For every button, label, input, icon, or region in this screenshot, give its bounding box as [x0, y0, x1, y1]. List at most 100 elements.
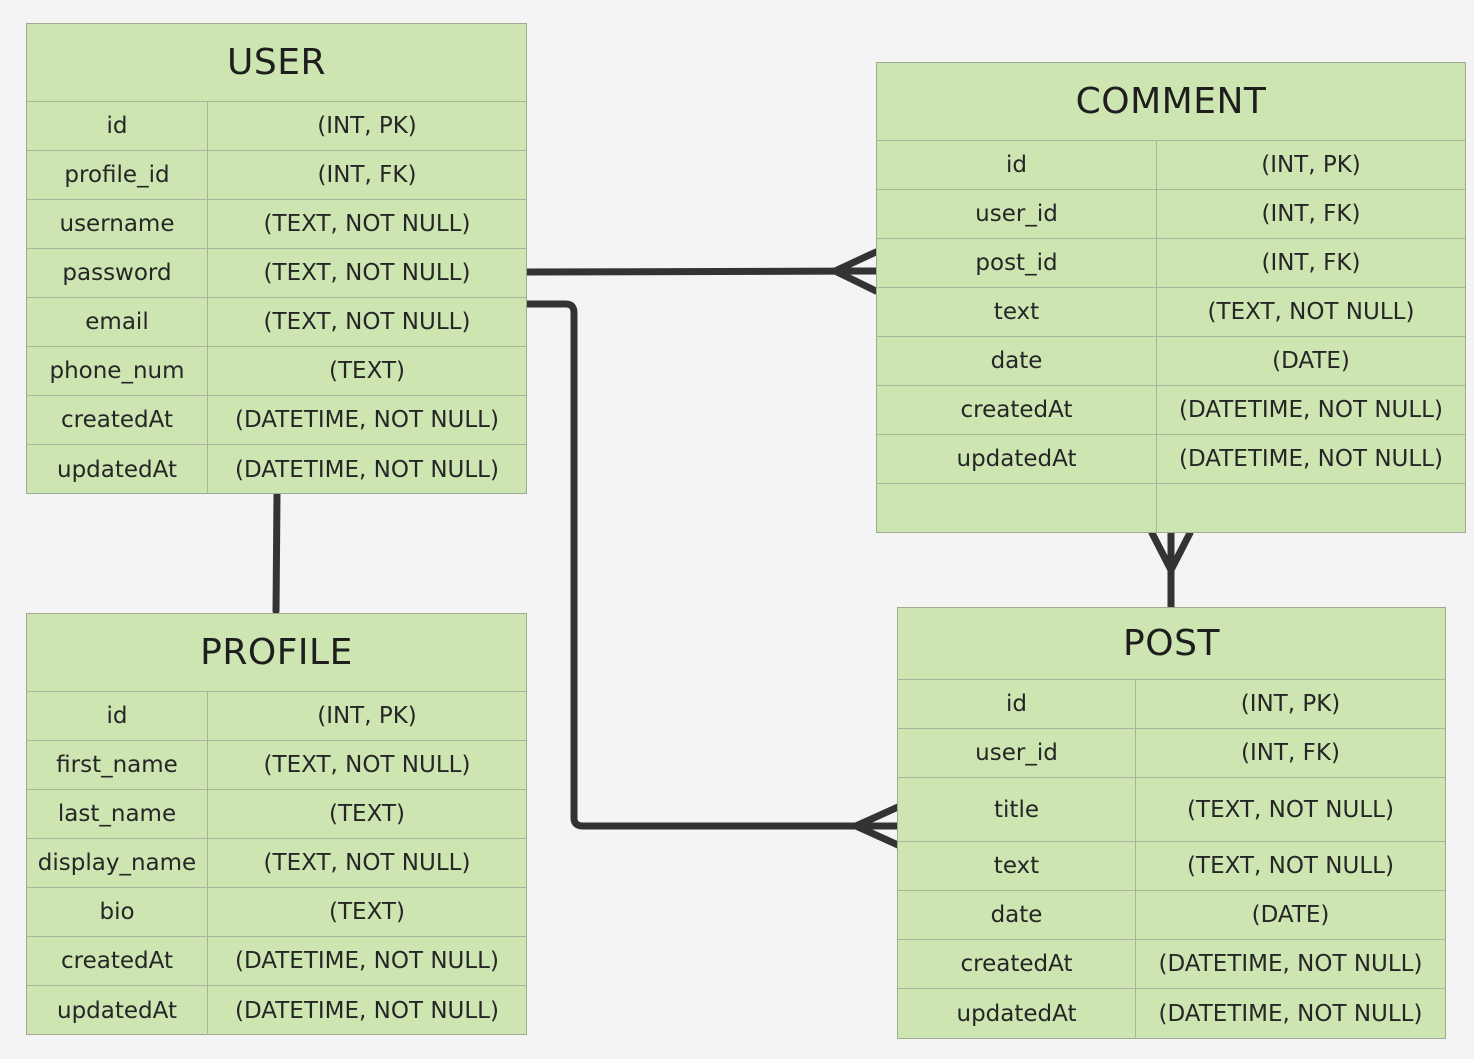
field-type: (DATETIME, NOT NULL) — [1158, 951, 1423, 977]
field-list: id (INT, PK) first_name (TEXT, NOT NULL) las… — [27, 692, 526, 1035]
field-name: text — [877, 288, 1157, 336]
field-type: (DATE) — [1251, 902, 1330, 928]
field-row: username(TEXT, NOT NULL) — [27, 200, 526, 249]
field-type: (TEXT, NOT NULL) — [1187, 796, 1394, 823]
entity-title: USER — [27, 24, 526, 102]
field-row: date (DATE) — [898, 891, 1445, 940]
field-type: (TEXT, NOT NULL) — [263, 752, 471, 778]
field-row: password (TEXT, NOT NULL) — [27, 249, 526, 298]
field-type: (DATETIME, NOT NULL) — [1179, 446, 1443, 472]
post-comment-crowfoot — [1148, 529, 1194, 574]
field-type: (INT, PK) — [1261, 152, 1361, 178]
field-row: last_name (TEXT) — [27, 790, 526, 839]
field-type: (DATE) — [1272, 348, 1350, 374]
entity-title: PROFILE — [27, 614, 526, 692]
field-row: display_name (TEXT, NOT NULL) — [27, 839, 526, 888]
field-list: id (INT, PK) user_id (INT, FK) title (TEXT, N… — [898, 680, 1445, 1038]
field-type: (DATETIME, NOT NULL) — [235, 948, 499, 974]
field-name: last_name — [27, 790, 208, 838]
field-name: post_id — [877, 239, 1157, 287]
field-type: (INT, FK) — [317, 162, 417, 188]
field-name: createdAt — [27, 396, 208, 444]
field-row: title (TEXT, NOT NULL) — [898, 778, 1445, 842]
field-name: date — [877, 337, 1157, 385]
field-type: (INT, PK) — [317, 703, 417, 729]
field-name: updatedAt — [27, 986, 208, 1035]
field-type — [1157, 484, 1465, 532]
field-row: email (TEXT, NOT NULL) — [27, 298, 526, 347]
user-post-crowfoot — [852, 803, 902, 849]
field-row: id(INT, PK) — [877, 141, 1465, 190]
field-list: id(INT, PK)user_id (INT, FK) post_id (INT, … — [877, 141, 1465, 532]
field-row: createdAt (DATETIME, NOT NULL) — [898, 940, 1445, 989]
user-comment-link — [523, 267, 882, 276]
field-name: updatedAt — [27, 445, 208, 494]
field-row: updatedAt (DATETIME, NOT NULL) — [898, 989, 1445, 1038]
entity-comment[interactable]: COMMENT id(INT, PK)user_id(INT, FK)post_… — [876, 62, 1466, 533]
field-type: (TEXT, NOT NULL) — [1207, 299, 1415, 325]
field-row: text (TEXT, NOT NULL) — [877, 288, 1465, 337]
field-name: updatedAt — [898, 989, 1136, 1038]
field-row: id (INT, PK) — [27, 692, 526, 741]
field-row: updatedAt (DATETIME, NOT NULL) — [877, 435, 1465, 484]
field-name: createdAt — [877, 386, 1157, 434]
entity-post[interactable]: POST id (INT, PK) user_id (INT, FK) title (TE… — [897, 607, 1446, 1039]
field-name: createdAt — [898, 940, 1136, 988]
field-name: phone_num — [27, 347, 208, 395]
field-name: title — [898, 778, 1136, 841]
field-row: user_id (INT, FK) — [877, 190, 1465, 239]
field-row: user_id (INT, FK) — [898, 729, 1445, 778]
field-type: (INT, PK) — [1240, 691, 1341, 717]
entity-title: POST — [898, 608, 1445, 680]
field-row: createdAt (DATETIME, NOT NULL) — [27, 937, 526, 986]
field-row: id(INT, PK) — [27, 102, 526, 151]
field-row: text (TEXT, NOT NULL) — [898, 842, 1445, 891]
field-row: date (DATE) — [877, 337, 1465, 386]
field-name: password — [27, 249, 208, 297]
field-row — [877, 484, 1465, 532]
entity-user[interactable]: USER id(INT, PK)profile_id (INT, FK) usern… — [26, 23, 527, 494]
field-name: id — [27, 692, 208, 740]
field-name: display_name — [27, 839, 208, 887]
field-name: user_id — [898, 729, 1136, 777]
field-type: (DATETIME, NOT NULL) — [235, 407, 499, 433]
field-type: (TEXT, NOT NULL) — [263, 309, 471, 335]
field-type: (TEXT) — [329, 899, 405, 925]
field-row: phone_num (TEXT) — [27, 347, 526, 396]
entity-profile[interactable]: PROFILE id (INT, PK) first_name (TEXT, NOT … — [26, 613, 527, 1035]
user-post-link — [523, 300, 902, 830]
field-name: id — [898, 680, 1136, 728]
field-name: date — [898, 891, 1136, 939]
entity-title: COMMENT — [877, 63, 1465, 141]
field-row: createdAt (DATETIME, NOT NULL) — [27, 396, 526, 445]
field-list: id(INT, PK)profile_id (INT, FK) username(T… — [27, 102, 526, 494]
field-name: user_id — [877, 190, 1157, 238]
field-type: (TEXT) — [329, 801, 405, 827]
field-type: (INT, FK) — [1261, 250, 1361, 276]
field-name: email — [27, 298, 208, 346]
field-type: (DATETIME, NOT NULL) — [1179, 397, 1443, 423]
field-name: createdAt — [27, 937, 208, 985]
field-name: first_name — [27, 741, 208, 789]
field-row: updatedAt (DATETIME, NOT NULL) — [27, 445, 526, 494]
field-row: post_id (INT, FK) — [877, 239, 1465, 288]
field-type: (INT, FK) — [1261, 201, 1361, 227]
field-name: profile_id — [27, 151, 208, 199]
user-comment-crowfoot — [831, 248, 880, 295]
field-name: text — [898, 842, 1136, 890]
field-type: (DATETIME, NOT NULL) — [235, 997, 499, 1024]
field-row: id (INT, PK) — [898, 680, 1445, 729]
field-row: updatedAt (DATETIME, NOT NULL) — [27, 986, 526, 1035]
field-row: profile_id (INT, FK) — [27, 151, 526, 200]
field-name: updatedAt — [877, 435, 1157, 483]
field-type: (DATETIME, NOT NULL) — [1158, 1000, 1423, 1027]
field-row: bio (TEXT) — [27, 888, 526, 937]
field-name: id — [27, 102, 208, 150]
field-type: (TEXT, NOT NULL) — [263, 850, 471, 876]
field-type: (TEXT, NOT NULL) — [263, 260, 471, 286]
field-type: (TEXT) — [329, 358, 405, 384]
field-type: (DATETIME, NOT NULL) — [235, 456, 499, 483]
field-name: bio — [27, 888, 208, 936]
field-type: (INT, FK) — [1241, 740, 1340, 766]
field-type: (TEXT, NOT NULL) — [1187, 853, 1394, 879]
